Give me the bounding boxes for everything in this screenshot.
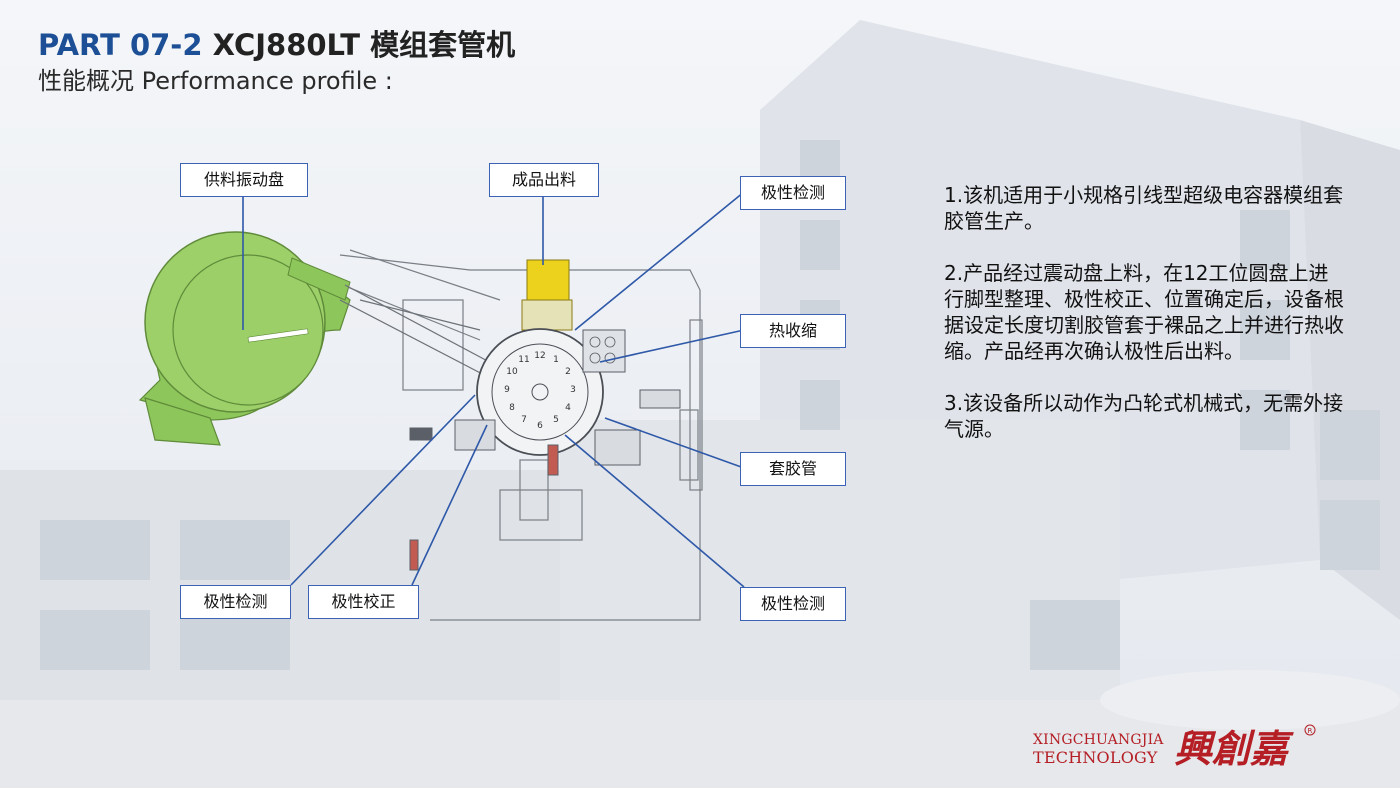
rotary-dial [476,328,604,456]
company-logo: 興創嘉 R [1174,724,1316,771]
callout-feeder-bowl: 供料振动盘 [180,163,308,197]
svg-text:11: 11 [518,355,529,365]
model-name: XCJ880LT 模组套管机 [212,28,516,62]
part-number: PART 07-2 [38,28,203,62]
callout-feeder-bowl-label: 供料振动盘 [203,170,284,189]
callout-polarity-detect-bottom-left-label: 极性检测 [203,592,268,611]
company-name-line1: XINGCHUANGJIA [1033,732,1164,748]
callout-sleeve-tube-label: 套胶管 [768,459,817,478]
svg-text:R: R [1308,727,1313,735]
heat-shrink-module [582,329,626,373]
svg-text:8: 8 [509,403,515,413]
page-subtitle: 性能概况 Performance profile : [38,67,393,95]
svg-text:10: 10 [506,367,518,377]
performance-description: 1.该机适用于小规格引线型超级电容器模组套胶管生产。 2.产品经过震动盘上料，在… [944,182,1344,468]
callout-polarity-detect-top-label: 极性检测 [760,183,825,202]
machine-frame [339,254,701,621]
connector-lines [242,191,745,588]
svg-text:4: 4 [565,403,571,413]
svg-text:6: 6 [537,421,543,431]
company-name-line2: TECHNOLOGY [1033,748,1158,767]
callout-finished-output: 成品出料 [489,163,599,197]
svg-text:12: 12 [534,351,545,361]
callout-polarity-correct-label: 极性校正 [331,592,396,611]
callout-finished-output-label: 成品出料 [511,170,576,189]
callout-polarity-detect-bottom-left: 极性检测 [180,585,291,619]
svg-text:5: 5 [553,415,559,425]
output-chute [521,259,573,331]
page-title: PART 07-2 XCJ880LT 模组套管机 [38,22,515,64]
callout-polarity-detect-bottom-right-label: 极性检测 [760,594,825,613]
svg-text:3: 3 [570,385,576,395]
logo-text: 興創嘉 [1174,726,1294,771]
description-point-1: 1.该机适用于小规格引线型超级电容器模组套胶管生产。 [944,183,1344,233]
svg-text:2: 2 [565,367,571,377]
callout-heat-shrink: 热收缩 [740,314,846,348]
company-name: XINGCHUANGJIA TECHNOLOGY [1033,732,1164,766]
callout-polarity-detect-top: 极性检测 [740,176,846,210]
description-point-3: 3.该设备所以动作为凸轮式机械式，无需外接气源。 [944,391,1344,441]
description-point-2: 2.产品经过震动盘上料，在12工位圆盘上进行脚型整理、极性校正、位置确定后，设备… [944,261,1344,363]
callout-polarity-detect-bottom-right: 极性检测 [740,587,846,621]
svg-text:9: 9 [504,385,510,395]
vibration-bowl [138,231,351,446]
callout-sleeve-tube: 套胶管 [740,452,846,486]
callout-polarity-correct: 极性校正 [308,585,419,619]
svg-text:1: 1 [553,355,559,365]
callout-heat-shrink-label: 热收缩 [768,321,817,340]
svg-text:7: 7 [521,415,527,425]
